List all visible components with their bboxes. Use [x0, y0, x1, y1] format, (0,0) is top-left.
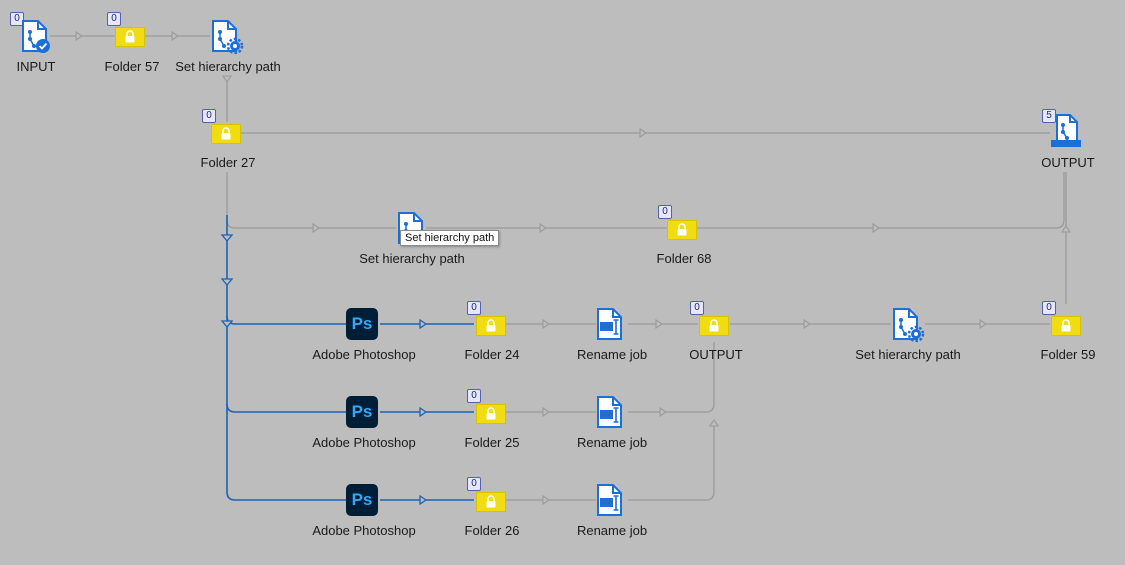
output2-count-badge: 0: [690, 301, 704, 315]
lock-icon: [486, 407, 496, 420]
connector-folder27-sethier2: [226, 172, 396, 229]
folder57-count-badge: 0: [107, 12, 121, 26]
lock-icon: [486, 319, 496, 332]
folder27-count-badge: 0: [202, 109, 216, 123]
folder24-count-badge: 0: [467, 301, 481, 315]
node-label-folder59: Folder 59: [1040, 347, 1096, 362]
output1-count-badge: 5: [1042, 109, 1056, 123]
node-label-output1: OUTPUT: [1041, 155, 1095, 170]
node-label-folder68: Folder 68: [656, 251, 712, 266]
input-count-badge: 0: [10, 12, 24, 26]
photoshop-icon[interactable]: Ps: [346, 396, 378, 428]
folder59-count-badge: 0: [1042, 301, 1056, 315]
node-label-folder27: Folder 27: [200, 155, 256, 170]
folder-68[interactable]: [667, 220, 697, 240]
node-label-folder26: Folder 26: [464, 523, 520, 538]
folder26-count-badge: 0: [467, 477, 481, 491]
document-gear-icon[interactable]: [891, 308, 925, 342]
photoshop-icon[interactable]: Ps: [346, 308, 378, 340]
folder-57[interactable]: [115, 27, 145, 47]
node-label-ps2: Adobe Photoshop: [312, 435, 416, 450]
node-label-folder57: Folder 57: [104, 59, 160, 74]
connector-bus-ps1: [226, 315, 346, 325]
lock-icon: [221, 127, 231, 140]
lock-icon: [677, 223, 687, 236]
connector-folder27-ps-bus: [226, 215, 346, 501]
folder25-count-badge: 0: [467, 389, 481, 403]
node-label-folder25: Folder 25: [464, 435, 520, 450]
rename-icon[interactable]: [596, 484, 626, 518]
node-label-sethier3: Set hierarchy path: [855, 347, 961, 362]
photoshop-icon[interactable]: Ps: [346, 484, 378, 516]
connector-bus-ps2: [226, 403, 346, 413]
node-label-folder24: Folder 24: [464, 347, 520, 362]
rename-icon[interactable]: [596, 308, 626, 342]
folder-59[interactable]: [1051, 316, 1081, 336]
connector-rename2-output2: [628, 342, 715, 413]
node-tooltip: Set hierarchy path: [400, 230, 500, 246]
folder-26[interactable]: [476, 492, 506, 512]
node-label-ps1: Adobe Photoshop: [312, 347, 416, 362]
document-gear-icon[interactable]: [210, 20, 244, 54]
lock-icon: [125, 30, 135, 43]
lock-icon: [486, 495, 496, 508]
folder68-count-badge: 0: [658, 205, 672, 219]
document-check-icon[interactable]: [20, 20, 52, 54]
lock-icon: [709, 319, 719, 332]
node-label-rename1: Rename job: [576, 347, 648, 362]
folder-25[interactable]: [476, 404, 506, 424]
document-tray-icon[interactable]: [1050, 114, 1082, 148]
node-label-ps3: Adobe Photoshop: [312, 523, 416, 538]
node-label-input: INPUT: [16, 59, 56, 74]
connector-rename3-output2: [628, 420, 715, 501]
folder-27[interactable]: [211, 124, 241, 144]
node-label-rename3: Rename job: [576, 523, 648, 538]
node-label-sethier2: Set hierarchy path: [359, 251, 465, 266]
folder-24[interactable]: [476, 316, 506, 336]
lock-icon: [1061, 319, 1071, 332]
node-label-output2: OUTPUT: [689, 347, 743, 362]
rename-icon[interactable]: [596, 396, 626, 430]
node-label-rename2: Rename job: [576, 435, 648, 450]
output-folder[interactable]: [699, 316, 729, 336]
node-label-sethier1: Set hierarchy path: [175, 59, 281, 74]
connector-folder68-output1: [697, 172, 1065, 229]
